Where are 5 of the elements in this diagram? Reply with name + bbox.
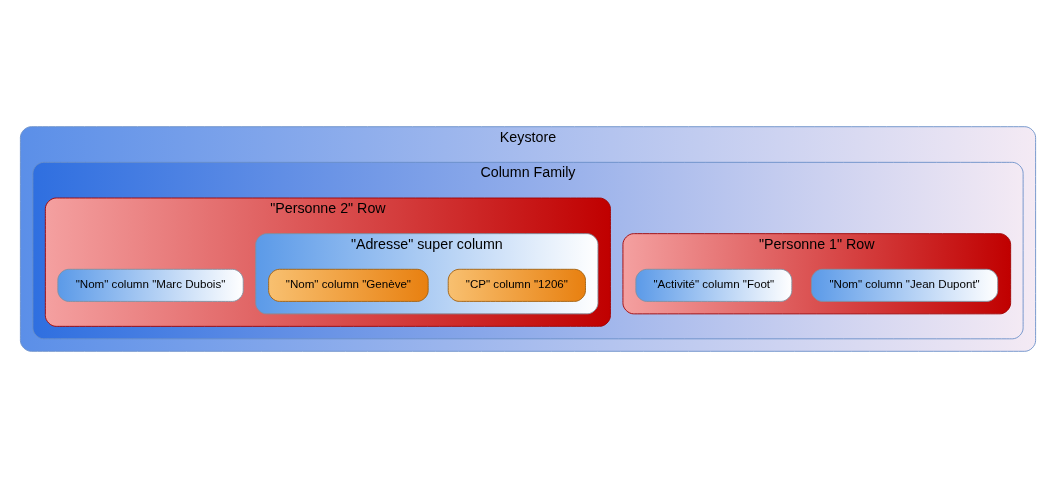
node-box: "Nom" column "Genève" — [268, 268, 429, 302]
node-box: "Nom" column "Jean Dupont" — [811, 268, 999, 302]
node-box: "Nom" column "Marc Dubois" — [57, 268, 244, 302]
node-box: "CP" column "1206" — [447, 268, 586, 302]
node-box: "Activité" column "Foot" — [635, 268, 793, 302]
